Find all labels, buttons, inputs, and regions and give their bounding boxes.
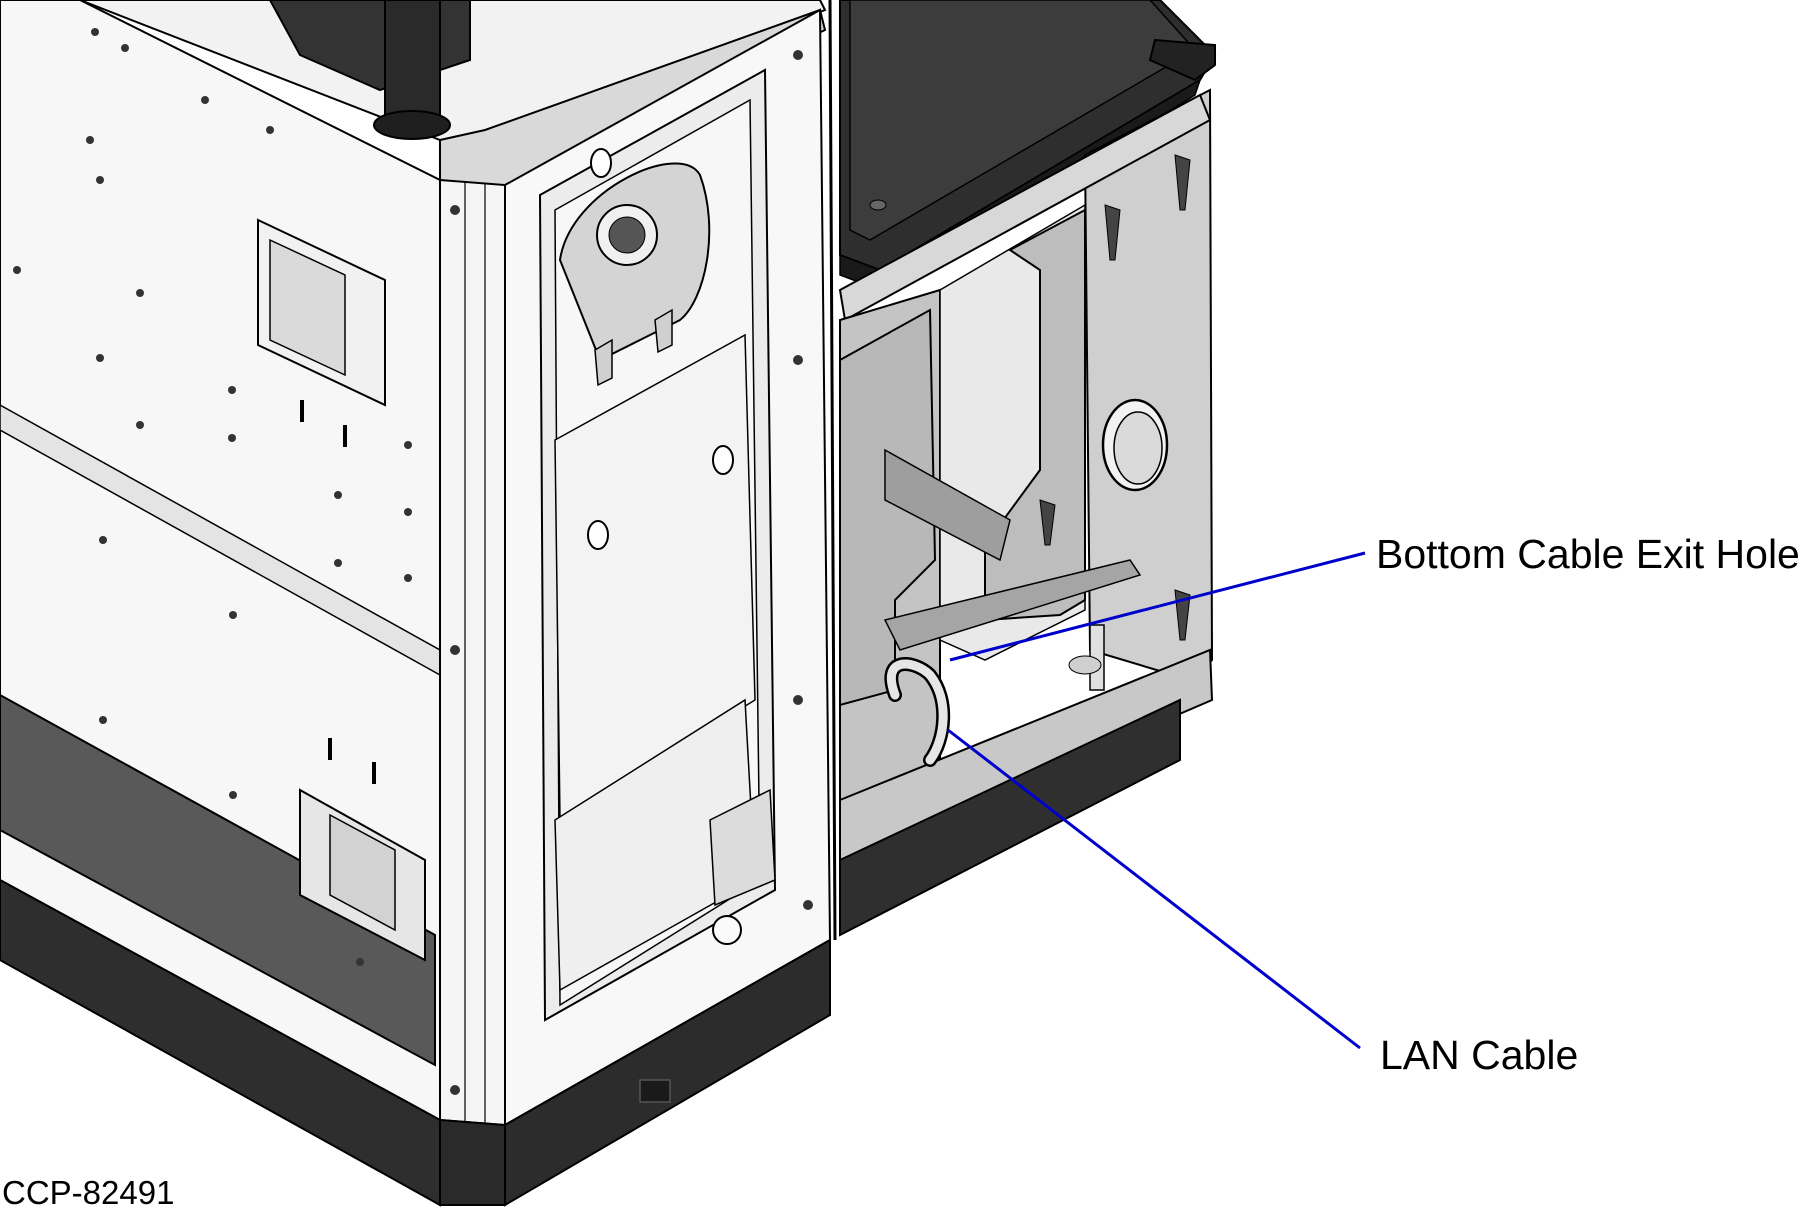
leader-line-bottom-cable-exit-hole bbox=[949, 551, 1366, 662]
lan-cable-graphic bbox=[884, 657, 951, 767]
leader-line-lan-cable bbox=[947, 728, 1361, 1050]
left-cabinet-side-panel bbox=[0, 0, 441, 1207]
callout-lan-cable: LAN Cable bbox=[1380, 1032, 1578, 1078]
callout-bottom-cable-exit-hole: Bottom Cable Exit Hole bbox=[1376, 531, 1800, 577]
figure-id-label: CCP-82491 bbox=[2, 1174, 174, 1210]
left-cabinet-corner-post bbox=[439, 178, 506, 1206]
cabinet-seam bbox=[828, 0, 837, 941]
right-cabinet-top bbox=[839, 0, 1217, 291]
left-cabinet-front-panel bbox=[450, 8, 832, 1207]
leader-lines bbox=[947, 551, 1366, 1050]
right-cabinet-frame bbox=[838, 88, 1214, 937]
left-cabinet-top bbox=[79, 0, 827, 192]
